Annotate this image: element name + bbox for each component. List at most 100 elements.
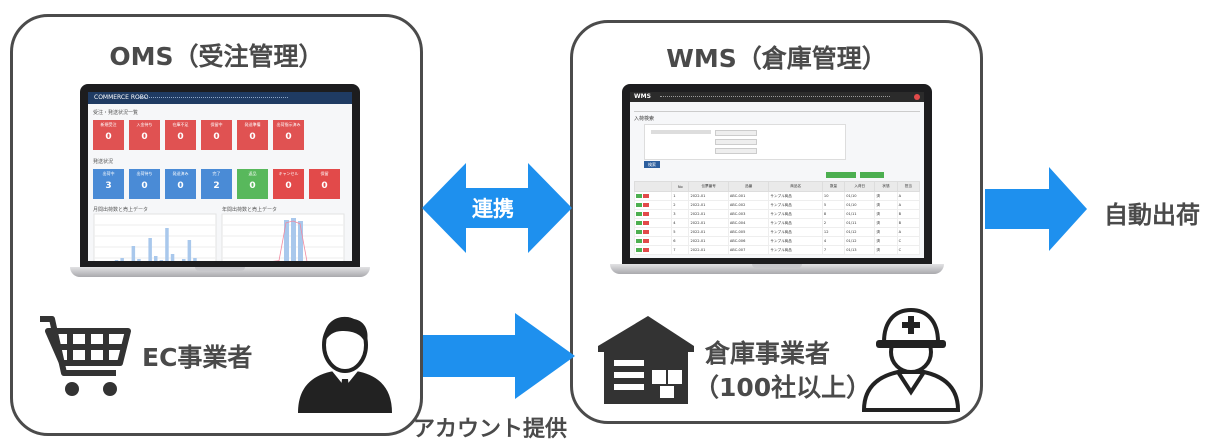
wms-table-header-cell: No — [671, 181, 690, 192]
wms-table-cell: 5 — [671, 227, 690, 237]
oms-laptop-notch — [195, 267, 245, 271]
wms-table-cell: 済 — [874, 236, 898, 246]
wms-table-cell: 2022-01 — [688, 200, 729, 210]
wms-table-cell: 10 — [821, 191, 846, 201]
wms-table-cell: 7 — [821, 245, 846, 255]
wms-table-cell: 6 — [671, 236, 690, 246]
sync-arrow-shape — [422, 163, 572, 253]
wms-table-cell: B — [896, 218, 921, 228]
wms-actor-label-line1: 倉庫事業者 — [705, 339, 831, 368]
wms-table-cell: 5 — [821, 200, 846, 210]
wms-table-cell — [633, 245, 673, 255]
wms-table-cell — [633, 209, 673, 219]
wms-table-cell: サンプル商品 — [768, 209, 823, 219]
wms-actor-label-line2: （100社以上） — [694, 373, 872, 402]
wms-table-cell: 済 — [874, 200, 898, 210]
wms-table-cell: サンプル商品 — [768, 218, 823, 228]
wms-section: 入荷検索 — [634, 116, 655, 122]
wms-table-cell: 4 — [671, 218, 690, 228]
oms-nav-bar: COMMERCE ROBO — [88, 92, 352, 104]
wms-row-action-icon[interactable] — [643, 229, 649, 234]
wms-table-cell: 済 — [874, 245, 898, 255]
wms-table-cell — [633, 218, 673, 228]
oms-chart-bar — [165, 228, 169, 261]
wms-table-cell: 2022-01 — [688, 227, 729, 237]
wms-row-action-icon[interactable] — [643, 247, 649, 252]
oms-chart-bar — [284, 220, 289, 261]
wms-row-action-icon[interactable] — [636, 220, 642, 225]
oms-chart-bar — [137, 259, 141, 261]
wms-table-cell: ABC-002 — [727, 200, 770, 210]
oms-shipping-tile-label: 完了 — [212, 171, 221, 176]
oms-shipping-tile-value: 0 — [177, 180, 184, 191]
oms-shipping-tile-label: 保留 — [320, 171, 329, 176]
wms-tabs — [634, 105, 920, 112]
wms-row-action-icon[interactable] — [636, 211, 642, 216]
wms-laptop-base — [610, 264, 944, 274]
businessman-icon — [298, 316, 392, 413]
oms-chart-2-title: 年間出荷数と売上データ — [222, 207, 278, 213]
wms-row-action-icon[interactable] — [643, 211, 649, 216]
wms-table-cell: サンプル商品 — [768, 227, 823, 237]
account-arrow-shape — [423, 313, 575, 399]
oms-chart-bar — [170, 254, 175, 261]
wms-action-button-1[interactable] — [826, 172, 856, 178]
wms-row-action-icon[interactable] — [643, 220, 649, 225]
wms-row-action-icon[interactable] — [636, 229, 642, 234]
wms-table-cell: 済 — [874, 209, 898, 219]
output-label: 自動出荷 — [1104, 201, 1200, 229]
wms-action-button-2[interactable] — [860, 172, 884, 178]
wms-table-cell: ABC-007 — [727, 245, 770, 255]
wms-form-input-3[interactable] — [715, 148, 757, 154]
oms-shipping-tile-label: 発送済み — [172, 171, 189, 176]
oms-status-tile-label: 入金待ち — [136, 122, 153, 127]
sync-double-arrow-icon — [422, 163, 572, 253]
sync-label: 連携 — [472, 197, 514, 221]
wms-table-cell: サンプル商品 — [768, 236, 823, 246]
wms-title: WMS（倉庫管理） — [666, 44, 887, 73]
wms-row-action-icon[interactable] — [643, 238, 649, 243]
wms-nav-menu — [660, 96, 890, 99]
wms-table-cell: 4 — [821, 236, 846, 246]
wms-table-header-cell: 商品名 — [768, 181, 823, 192]
oms-shipping-tile-value: 0 — [321, 180, 328, 191]
oms-shipping-tile[interactable]: 発送済み 0 — [165, 169, 196, 199]
oms-shipping-tile-value: 0 — [141, 180, 148, 191]
wms-row-action-icon[interactable] — [643, 193, 649, 198]
wms-form-input-2[interactable] — [715, 139, 757, 145]
wms-row-action-icon[interactable] — [636, 202, 642, 207]
account-arrow-icon — [423, 313, 575, 399]
oms-shipping-tile[interactable]: 保留 0 — [309, 169, 340, 199]
wms-table-cell: 01/10 — [844, 191, 876, 201]
wms-search-form — [644, 124, 846, 160]
wms-form-input-1[interactable] — [715, 130, 757, 136]
oms-actor-label: EC事業者 — [142, 343, 253, 372]
wms-search-button[interactable]: 検索 — [644, 161, 660, 168]
oms-shipping-tile-value: 0 — [249, 180, 256, 191]
wms-table-cell — [633, 191, 673, 201]
wms-row-action-icon[interactable] — [636, 193, 642, 198]
wms-row-action-icon[interactable] — [636, 247, 642, 252]
wms-row-action-icon[interactable] — [636, 238, 642, 243]
wms-row-action-icon[interactable] — [643, 202, 649, 207]
